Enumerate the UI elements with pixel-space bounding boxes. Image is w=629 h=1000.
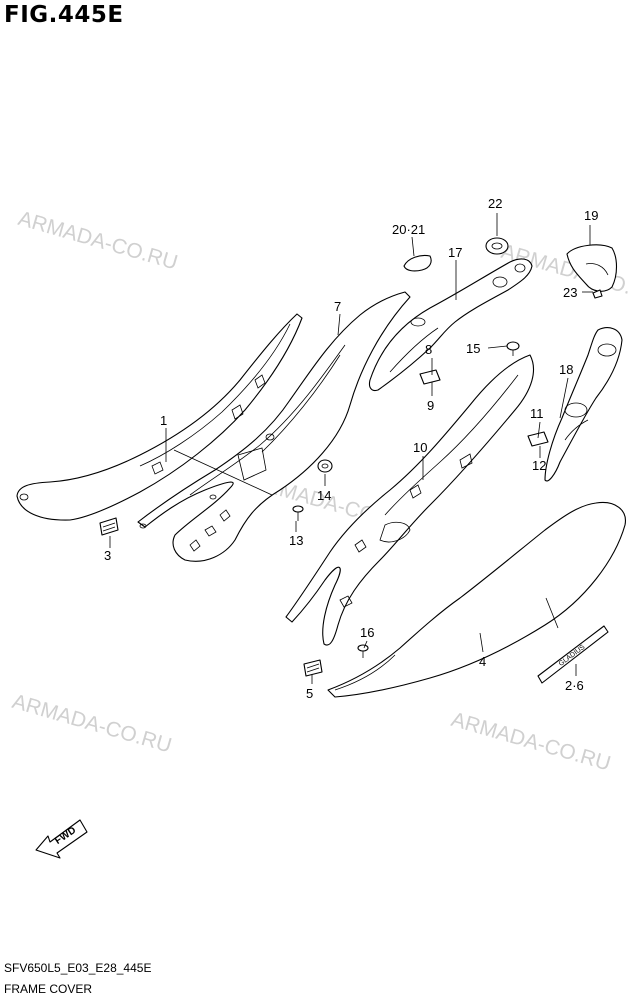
label-part-14: 14 <box>317 488 331 503</box>
part-22-grommet <box>485 237 509 255</box>
part-20-21-cap <box>403 254 432 272</box>
fwd-arrow: FWD <box>35 819 88 859</box>
part-3-pad-ridges <box>102 522 116 532</box>
part-5-pad <box>303 659 323 677</box>
part-13-screw <box>292 505 304 521</box>
part-15-nut <box>506 341 520 356</box>
label-part-22: 22 <box>488 196 502 211</box>
label-part-11: 11 <box>530 406 544 421</box>
label-part-15: 15 <box>466 341 480 356</box>
part-3-pad <box>99 517 119 536</box>
label-part-17: 17 <box>448 245 462 260</box>
part-4-rear-side-cover-outer <box>327 501 626 698</box>
label-part-16: 16 <box>360 625 374 640</box>
part-2-6-emblem: GLADIUS <box>537 625 609 684</box>
leader-lines <box>109 213 593 684</box>
label-part-1: 1 <box>160 413 167 428</box>
label-part-8: 8 <box>425 342 432 357</box>
label-part-3: 3 <box>104 548 111 563</box>
part-23-clip <box>592 289 603 299</box>
label-part-20-21: 20·21 <box>392 222 425 237</box>
part-10-rear-side-cover-inner <box>285 354 534 646</box>
part-19-tail-end-cap <box>566 244 618 292</box>
label-part-9: 9 <box>427 398 434 413</box>
part-11-12-clip <box>527 431 549 447</box>
label-part-7: 7 <box>334 299 341 314</box>
label-part-4: 4 <box>479 654 486 669</box>
label-part-13: 13 <box>289 533 303 548</box>
diagram-title: FRAME COVER <box>4 982 93 996</box>
label-part-18: 18 <box>559 362 573 377</box>
label-part-10: 10 <box>413 440 427 455</box>
part-18-tail-bracket <box>544 327 623 482</box>
label-part-19: 19 <box>584 208 598 223</box>
part-8-9-clip <box>419 369 441 385</box>
part-14-grommet <box>317 459 333 473</box>
emblem-text: GLADIUS <box>558 644 587 668</box>
label-part-23: 23 <box>563 285 577 300</box>
label-part-12: 12 <box>532 458 546 473</box>
part-5-pad-ridges <box>306 663 320 673</box>
part-1-frame-cover-left <box>16 313 303 521</box>
part-17-tail-rail-cover <box>368 258 533 392</box>
label-part-5: 5 <box>306 686 313 701</box>
diagram-code: SFV650L5_E03_E28_445E <box>4 961 152 975</box>
figure-title: FIG.445E <box>4 2 124 28</box>
part-16-screw <box>357 644 369 658</box>
label-part-2-6: 2·6 <box>565 678 584 693</box>
part-7-inner-frame-cover <box>137 291 411 562</box>
